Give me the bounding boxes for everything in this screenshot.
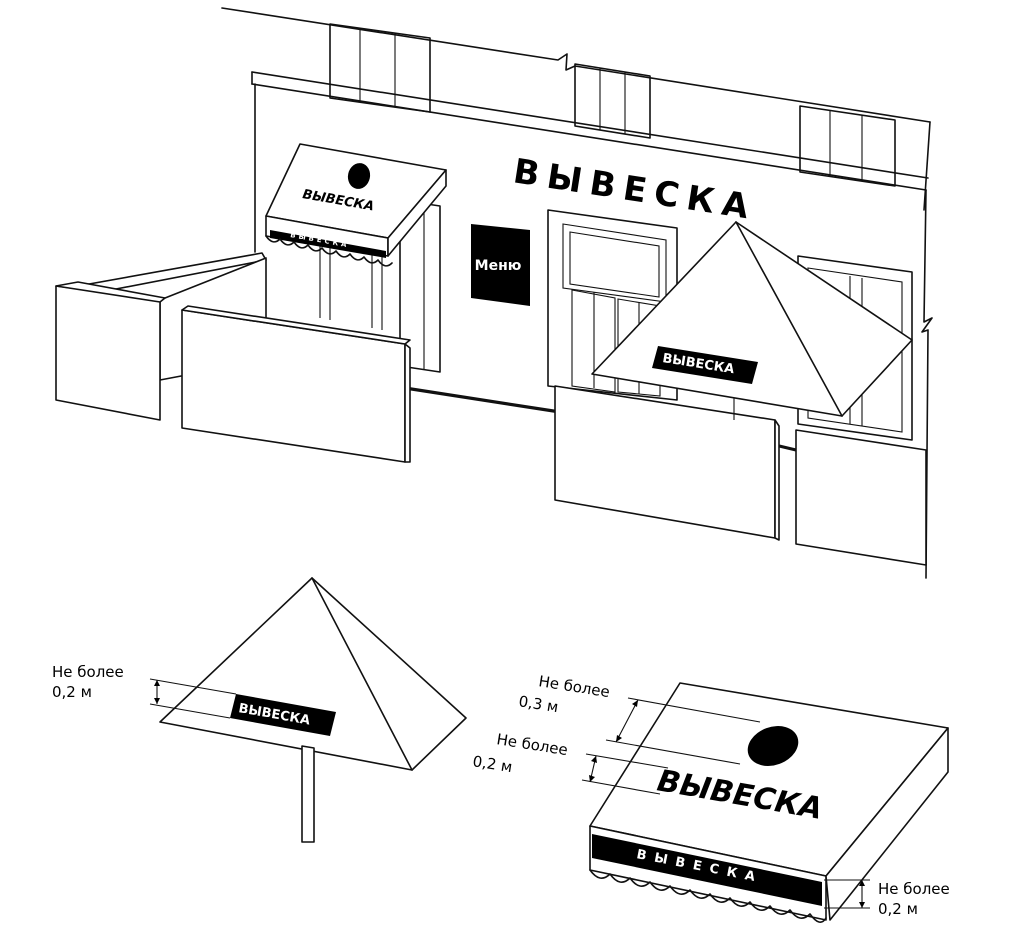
dim-umbrella-line1: Не более bbox=[52, 663, 124, 681]
upper-window-2 bbox=[574, 63, 651, 139]
dim-awning-mid-line2: 0,2 м bbox=[471, 752, 513, 776]
upper-window-3 bbox=[799, 105, 896, 187]
terrace-fencing bbox=[55, 252, 927, 566]
detail-umbrella: ВЫВЕСКА Не более 0,2 м bbox=[52, 577, 467, 843]
facade-awning: ВЫВЕСКА ВЫВЕСКА bbox=[265, 143, 447, 267]
menu-board-label: Меню bbox=[475, 258, 522, 274]
dim-awning-mid-line1: Не более bbox=[495, 730, 569, 759]
dim-umbrella-line2: 0,2 м bbox=[52, 683, 92, 701]
dim-awning-top-line2: 0,3 м bbox=[517, 692, 559, 716]
menu-board: Меню bbox=[471, 224, 530, 306]
dimension-umbrella: Не более 0,2 м bbox=[52, 663, 237, 719]
dim-awning-band-line1: Не более bbox=[878, 880, 950, 898]
upper-window-1 bbox=[329, 23, 431, 113]
dimension-awning-band: Не более 0,2 м bbox=[824, 879, 950, 918]
facade-umbrella: ВЫВЕСКА bbox=[591, 221, 913, 420]
detail-awning: ВЫВЕСКА ВЫВЕСКА Не более 0,3 м Не более bbox=[471, 672, 950, 923]
dim-awning-band-line2: 0,2 м bbox=[878, 900, 918, 918]
